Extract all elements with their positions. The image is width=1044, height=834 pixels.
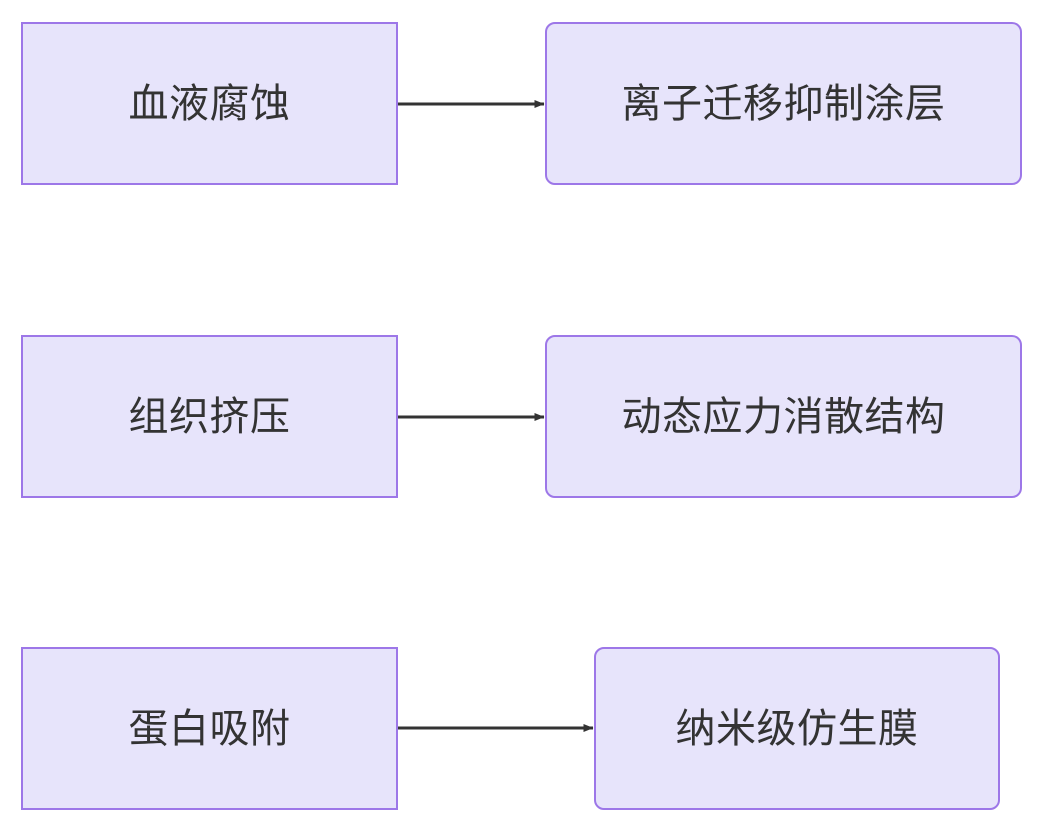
node-label: 蛋白吸附: [128, 705, 291, 752]
node-effect-nano-biomimetic-membrane[interactable]: 纳米级仿生膜: [594, 647, 1000, 810]
node-cause-blood-corrosion[interactable]: 血液腐蚀: [21, 22, 398, 185]
node-label: 纳米级仿生膜: [675, 705, 919, 752]
node-effect-ion-migration-coating[interactable]: 离子迁移抑制涂层: [545, 22, 1022, 185]
node-effect-dynamic-stress-structure[interactable]: 动态应力消散结构: [545, 335, 1022, 498]
node-label: 动态应力消散结构: [621, 393, 946, 440]
node-label: 组织挤压: [128, 393, 291, 440]
node-cause-tissue-compression[interactable]: 组织挤压: [21, 335, 398, 498]
node-cause-protein-adsorption[interactable]: 蛋白吸附: [21, 647, 398, 810]
node-label: 血液腐蚀: [128, 80, 291, 127]
node-label: 离子迁移抑制涂层: [621, 80, 946, 127]
